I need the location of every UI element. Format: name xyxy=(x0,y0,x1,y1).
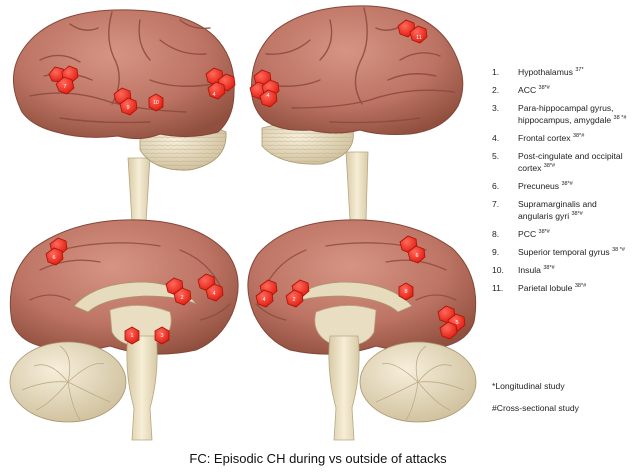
marker-label: 7 xyxy=(63,84,66,90)
legend-item: 4.Frontal cortex 38*# xyxy=(492,133,585,143)
marker-label: 5 xyxy=(455,320,458,326)
brainstem xyxy=(345,151,369,221)
legend-item: 11.Parietal lobule 38*# xyxy=(492,283,587,293)
marker-bottom-right-8: 8 xyxy=(398,282,414,301)
marker-label: 9 xyxy=(126,105,129,111)
marker-label: 1 xyxy=(130,333,133,339)
marker-label: 2 xyxy=(180,295,183,301)
marker-top-left-9: 9 xyxy=(113,87,138,116)
marker-top-left-4: 4 xyxy=(205,67,236,100)
legend-item: 7.Supramarginalis and angularis gyri 38*… xyxy=(492,199,597,221)
marker-label: 11 xyxy=(416,35,422,41)
cortex xyxy=(13,9,235,140)
marker-label: 4 xyxy=(212,92,215,98)
brain-lateral-right xyxy=(251,5,464,221)
marker-label: 6 xyxy=(52,255,55,261)
marker-bottom-left-6: 6 xyxy=(45,237,68,266)
marker-bottom-left-2: 2 xyxy=(165,277,192,306)
marker-label: 4 xyxy=(262,297,265,303)
legend-item: 5.Post-cingulate and occipital cortex 38… xyxy=(492,151,623,173)
marker-label: 10 xyxy=(153,100,159,106)
marker-top-right-4: 4 xyxy=(249,69,280,108)
marker-top-right-11: 11 xyxy=(397,19,428,44)
region-legend: 1.Hypothalamus 37* 2.ACC 38*# 3.Para-hip… xyxy=(492,66,632,300)
marker-bottom-right-4: 4 xyxy=(255,279,278,308)
marker-bottom-right-2: 2 xyxy=(285,279,310,308)
figure-caption: FC: Episodic CH during vs outside of att… xyxy=(189,451,447,466)
marker-label: 2 xyxy=(292,297,295,303)
marker-bottom-left-3: 3 xyxy=(154,326,170,345)
legend-item: 8.PCC 38*# xyxy=(492,229,550,239)
marker-top-left-10: 10 xyxy=(148,93,164,112)
legend-item: 9.Superior temporal gyrus 38 *# xyxy=(492,247,625,257)
brainstem xyxy=(126,335,158,441)
marker-label: 4 xyxy=(266,93,269,99)
note-cross-sectional: #Cross-sectional study xyxy=(492,403,579,413)
marker-bottom-left-4: 4 xyxy=(197,273,224,302)
marker-label: 3 xyxy=(160,333,163,339)
legend-item: 10.Insula 38*# xyxy=(492,265,555,275)
marker-label: 8 xyxy=(404,289,407,295)
study-notes: *Longitudinal study #Cross-sectional stu… xyxy=(492,380,579,424)
legend-item: 3.Para-hippocampal gyrus, hippocampus, a… xyxy=(492,103,627,125)
note-longitudinal: *Longitudinal study xyxy=(492,381,565,391)
region-markers: 7 9 10 4 11 4 xyxy=(45,19,466,345)
marker-bottom-right-5: 5 xyxy=(437,305,466,340)
brain-medial-left xyxy=(9,219,239,441)
marker-bottom-right-6: 6 xyxy=(399,235,426,264)
legend-item: 1.Hypothalamus 37* xyxy=(492,67,584,77)
marker-label: 6 xyxy=(415,253,418,259)
brainstem xyxy=(127,157,151,223)
marker-label: 4 xyxy=(212,291,215,297)
legend-item: 2.ACC 38*# xyxy=(492,85,550,95)
marker-top-left-7: 7 xyxy=(48,65,79,95)
brainstem xyxy=(328,335,360,441)
legend-item: 6.Precuneus 38*# xyxy=(492,181,573,191)
brain-lateral-left xyxy=(13,9,235,223)
marker-bottom-left-1: 1 xyxy=(124,326,140,345)
corpus-callosum xyxy=(73,281,197,313)
